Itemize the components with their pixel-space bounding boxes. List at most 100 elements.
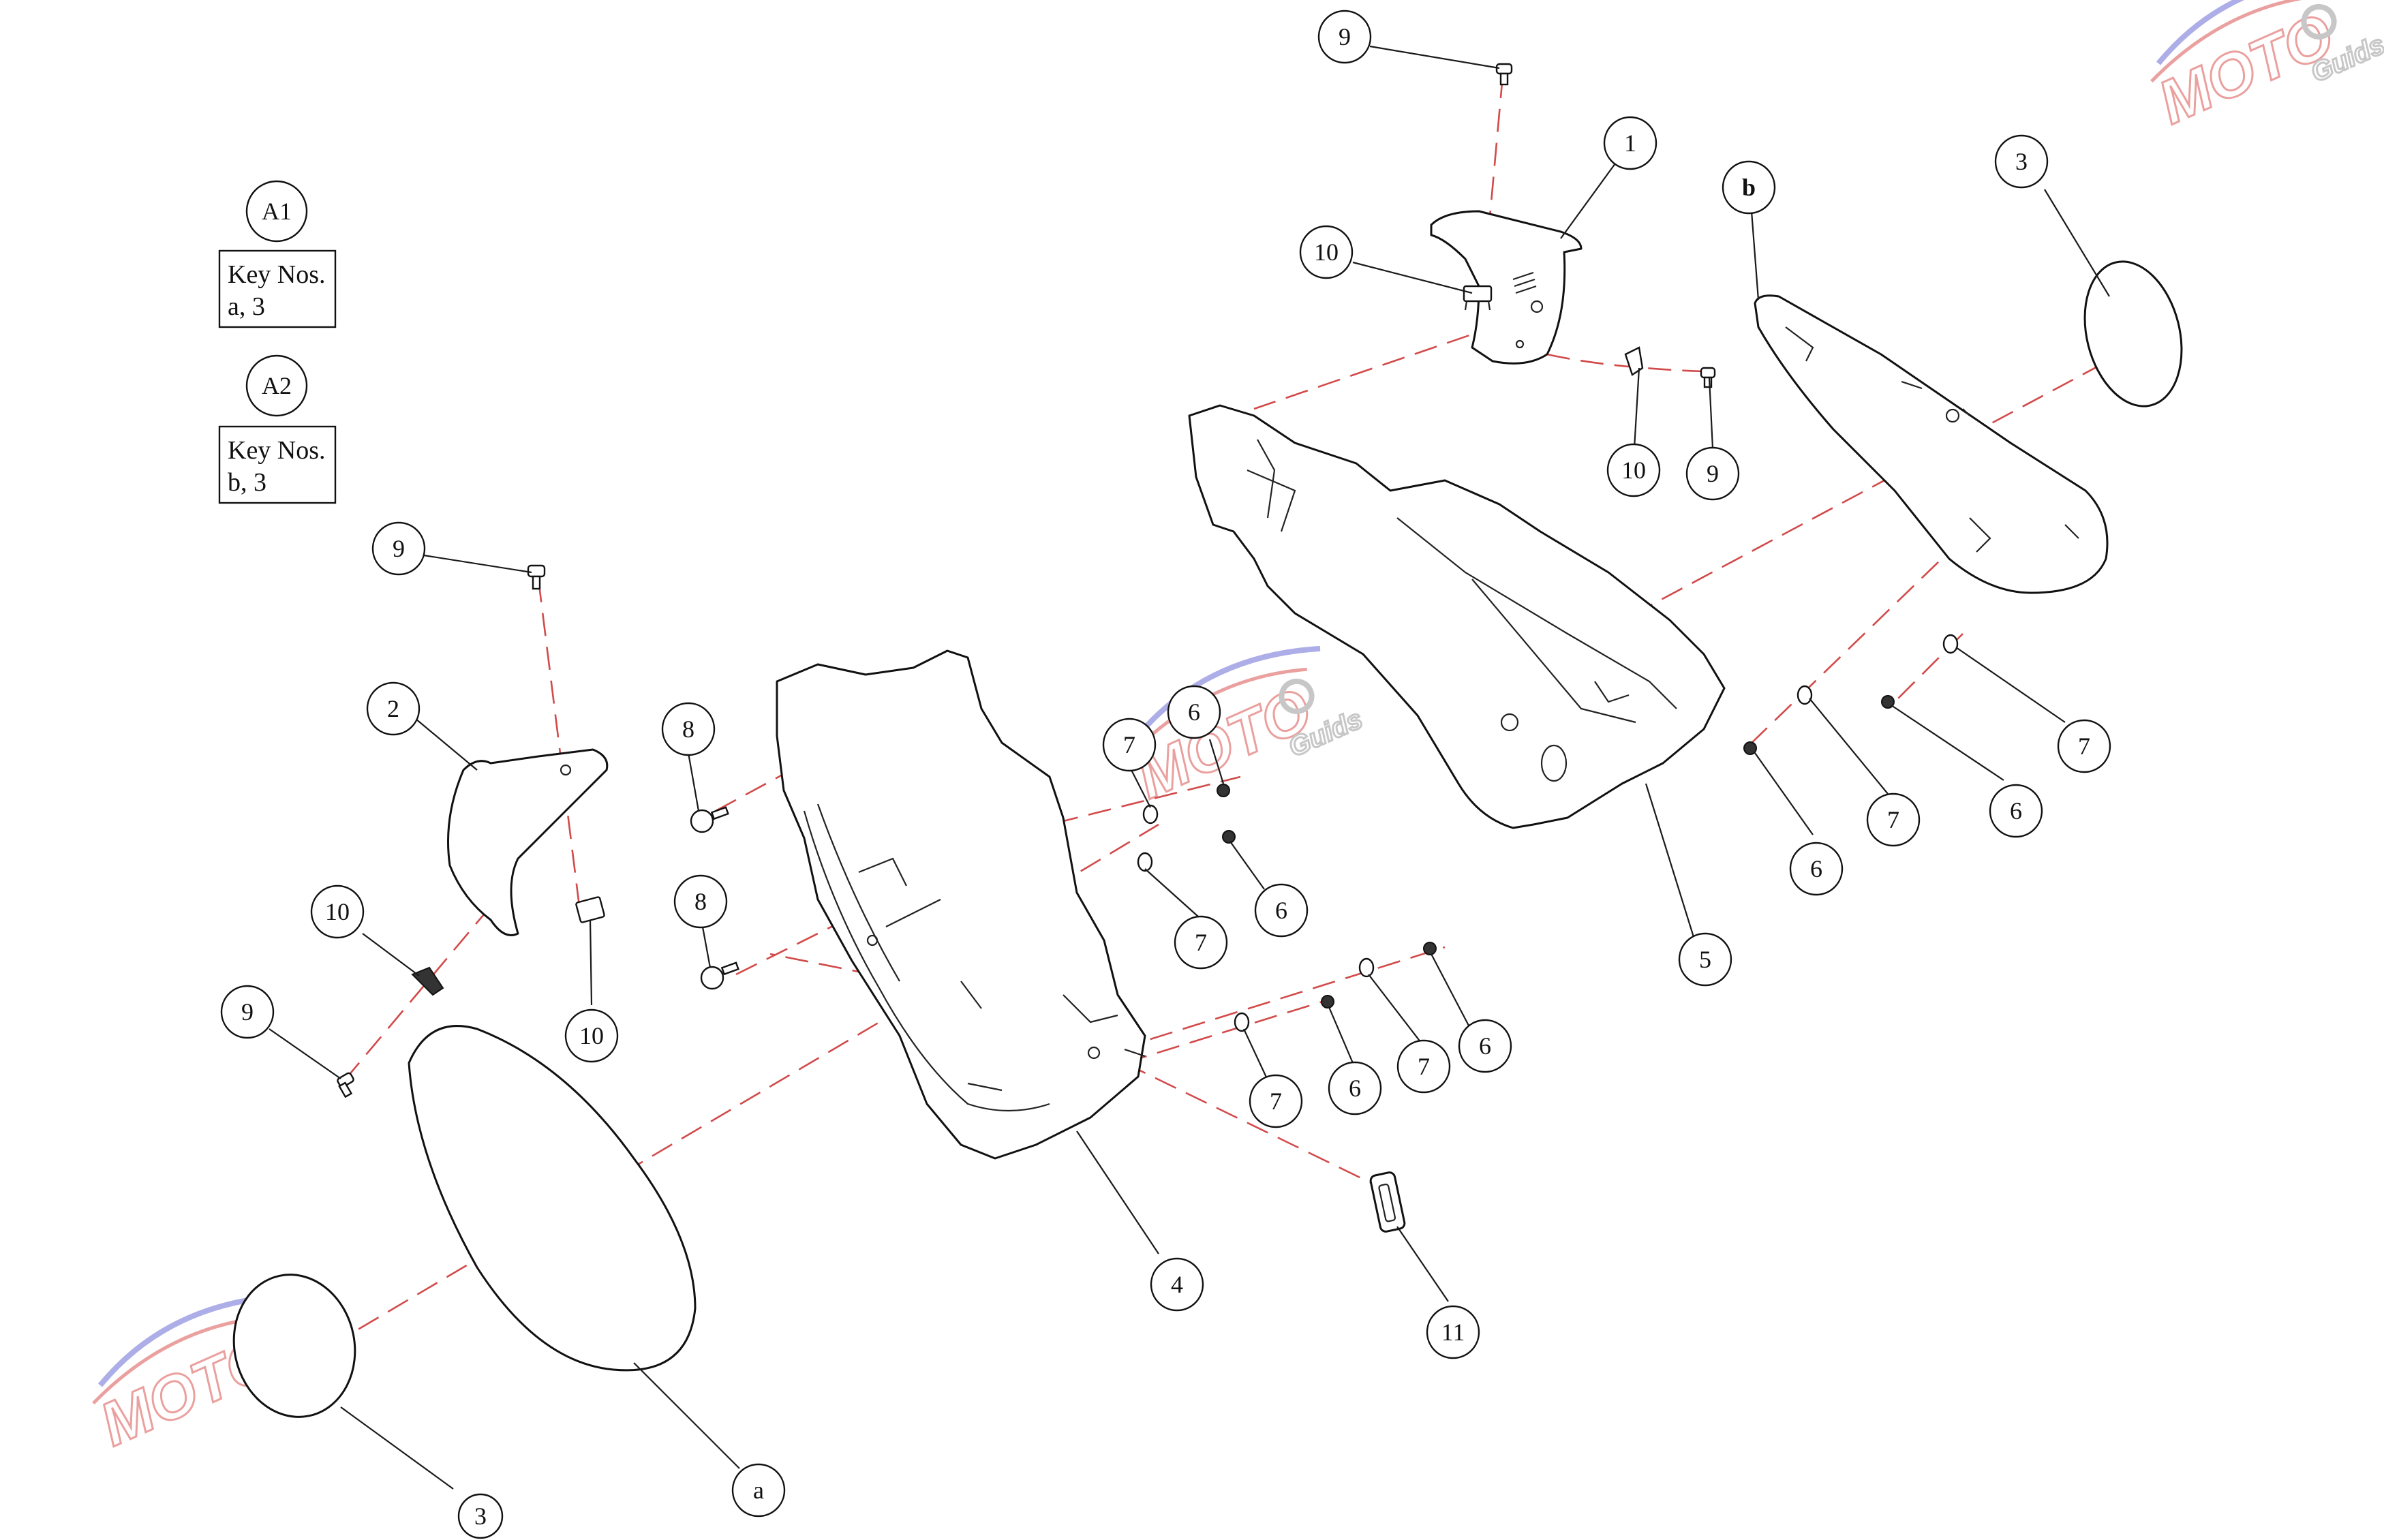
- callout-8-low: 8: [673, 874, 728, 929]
- callout-7-r2: 7: [2057, 719, 2111, 773]
- washer-7-m2: [1137, 852, 1153, 872]
- callout-a: a: [731, 1463, 786, 1518]
- callout-6-m3: 6: [1458, 1019, 1512, 1073]
- svg-text:6: 6: [1479, 1032, 1491, 1060]
- callout-2: 2: [366, 681, 421, 736]
- callout-10-mid: 10: [1606, 443, 1661, 497]
- bolt-6-m1: [1217, 784, 1230, 797]
- svg-text:10: 10: [1314, 238, 1339, 266]
- callout-9-left: 9: [371, 521, 426, 576]
- key-box-a1-line2: a, 3: [228, 292, 265, 321]
- key-box-a1-line1: Key Nos.: [228, 260, 326, 289]
- fasteners: [337, 63, 1959, 1098]
- callout-1: 1: [1603, 116, 1657, 170]
- callout-3-right: 3: [1994, 134, 2049, 189]
- svg-text:6: 6: [1810, 855, 1822, 882]
- svg-text:6: 6: [1275, 897, 1287, 924]
- part-11-grommet: [1369, 1171, 1406, 1233]
- callout-6-r1: 6: [1789, 842, 1844, 896]
- callout-10-left: 10: [310, 884, 365, 939]
- svg-text:9: 9: [393, 535, 405, 562]
- svg-text:11: 11: [1441, 1319, 1465, 1346]
- svg-text:1: 1: [1624, 129, 1636, 157]
- screw-9-left: [527, 564, 546, 590]
- washer-7-m1: [1142, 804, 1159, 825]
- watermark-logo-top-right: MOTO Guids: [2148, 0, 2384, 138]
- callout-8-top: 8: [661, 702, 716, 756]
- clip-10-low: [575, 896, 605, 923]
- svg-text:6: 6: [1188, 698, 1200, 726]
- callouts: 9 1 10 10 9 b 3 5 6 7 6 7 9 2 10 9 10 8 …: [220, 10, 2111, 1539]
- svg-text:10: 10: [579, 1022, 604, 1049]
- svg-text:4: 4: [1171, 1271, 1183, 1298]
- svg-text:10: 10: [1621, 457, 1646, 484]
- svg-text:b: b: [1742, 174, 1756, 201]
- screw-9-top: [1495, 63, 1513, 86]
- clip-10-left: [411, 966, 444, 996]
- callout-6-m4: 6: [1328, 1061, 1382, 1115]
- svg-text:9: 9: [1707, 460, 1719, 487]
- screw-8-top: [690, 806, 729, 833]
- bolt-6-r1: [1881, 695, 1895, 709]
- callout-7-r1: 7: [1866, 792, 1921, 847]
- callout-5: 5: [1678, 932, 1732, 987]
- washer-7-m4: [1234, 1012, 1250, 1032]
- watermark-logo-middle: MOTO Guids: [1125, 645, 1368, 813]
- key-box-a1-id: A1: [262, 198, 292, 225]
- svg-text:10: 10: [325, 898, 350, 925]
- svg-text:7: 7: [1195, 929, 1207, 956]
- screw-9-low: [337, 1072, 354, 1098]
- svg-text:2: 2: [387, 695, 399, 722]
- leader-lines: [269, 45, 2110, 1490]
- svg-text:9: 9: [241, 998, 254, 1026]
- screw-8-low: [700, 961, 739, 990]
- washer-7-r2: [1797, 685, 1813, 705]
- part-3-lens-left: [232, 1274, 356, 1418]
- clip-10-top: [1463, 285, 1493, 311]
- callout-9-top: 9: [1317, 10, 1372, 64]
- clip-10-mid: [1624, 346, 1644, 376]
- callout-b: b: [1722, 160, 1776, 215]
- key-box-a2-line1: Key Nos.: [228, 436, 326, 465]
- part-2-bracket: [447, 748, 609, 936]
- part-b-right-cover: [1754, 294, 2109, 594]
- svg-text:3: 3: [2015, 148, 2028, 175]
- key-box-a2-line2: b, 3: [228, 468, 266, 497]
- bolt-6-m4: [1321, 995, 1334, 1008]
- callout-11: 11: [1426, 1305, 1480, 1359]
- bolt-6-m3: [1423, 942, 1437, 955]
- svg-text:3: 3: [474, 1503, 487, 1530]
- callout-6-r2: 6: [1989, 784, 2043, 838]
- key-box-a2: A2 Key Nos. b, 3: [218, 354, 337, 504]
- svg-text:7: 7: [1418, 1053, 1430, 1080]
- callout-7-m3: 7: [1396, 1039, 1451, 1094]
- svg-text:6: 6: [1349, 1075, 1361, 1102]
- callout-6-m1: 6: [1167, 685, 1221, 739]
- callout-4: 4: [1150, 1257, 1204, 1312]
- callout-7-m4: 7: [1249, 1074, 1303, 1128]
- svg-text:7: 7: [1270, 1088, 1282, 1115]
- svg-text:5: 5: [1699, 946, 1711, 973]
- callout-10-low: 10: [564, 1008, 619, 1063]
- key-box-a1: A1 Key Nos. a, 3: [218, 180, 337, 328]
- part-5-side-panel: [1188, 404, 1726, 829]
- svg-text:6: 6: [2010, 797, 2022, 825]
- part-a-left-cover: [408, 1025, 697, 1372]
- part-3-lens-right: [2083, 260, 2183, 407]
- callout-7-m2: 7: [1174, 915, 1228, 970]
- callout-10-top: 10: [1299, 225, 1354, 279]
- callout-9-low: 9: [220, 985, 275, 1039]
- svg-text:9: 9: [1339, 23, 1351, 50]
- bolt-6-m2: [1222, 830, 1236, 844]
- svg-text:7: 7: [1123, 731, 1135, 758]
- washer-7-m3: [1358, 957, 1375, 978]
- svg-text:7: 7: [1887, 806, 1899, 833]
- screw-9-mid: [1700, 367, 1716, 388]
- bolt-6-r2: [1743, 741, 1757, 755]
- svg-text:7: 7: [2078, 733, 2090, 760]
- svg-text:8: 8: [682, 715, 694, 743]
- callout-3-left: 3: [457, 1493, 504, 1539]
- washer-7-r1: [1942, 634, 1959, 654]
- svg-text:8: 8: [694, 888, 707, 915]
